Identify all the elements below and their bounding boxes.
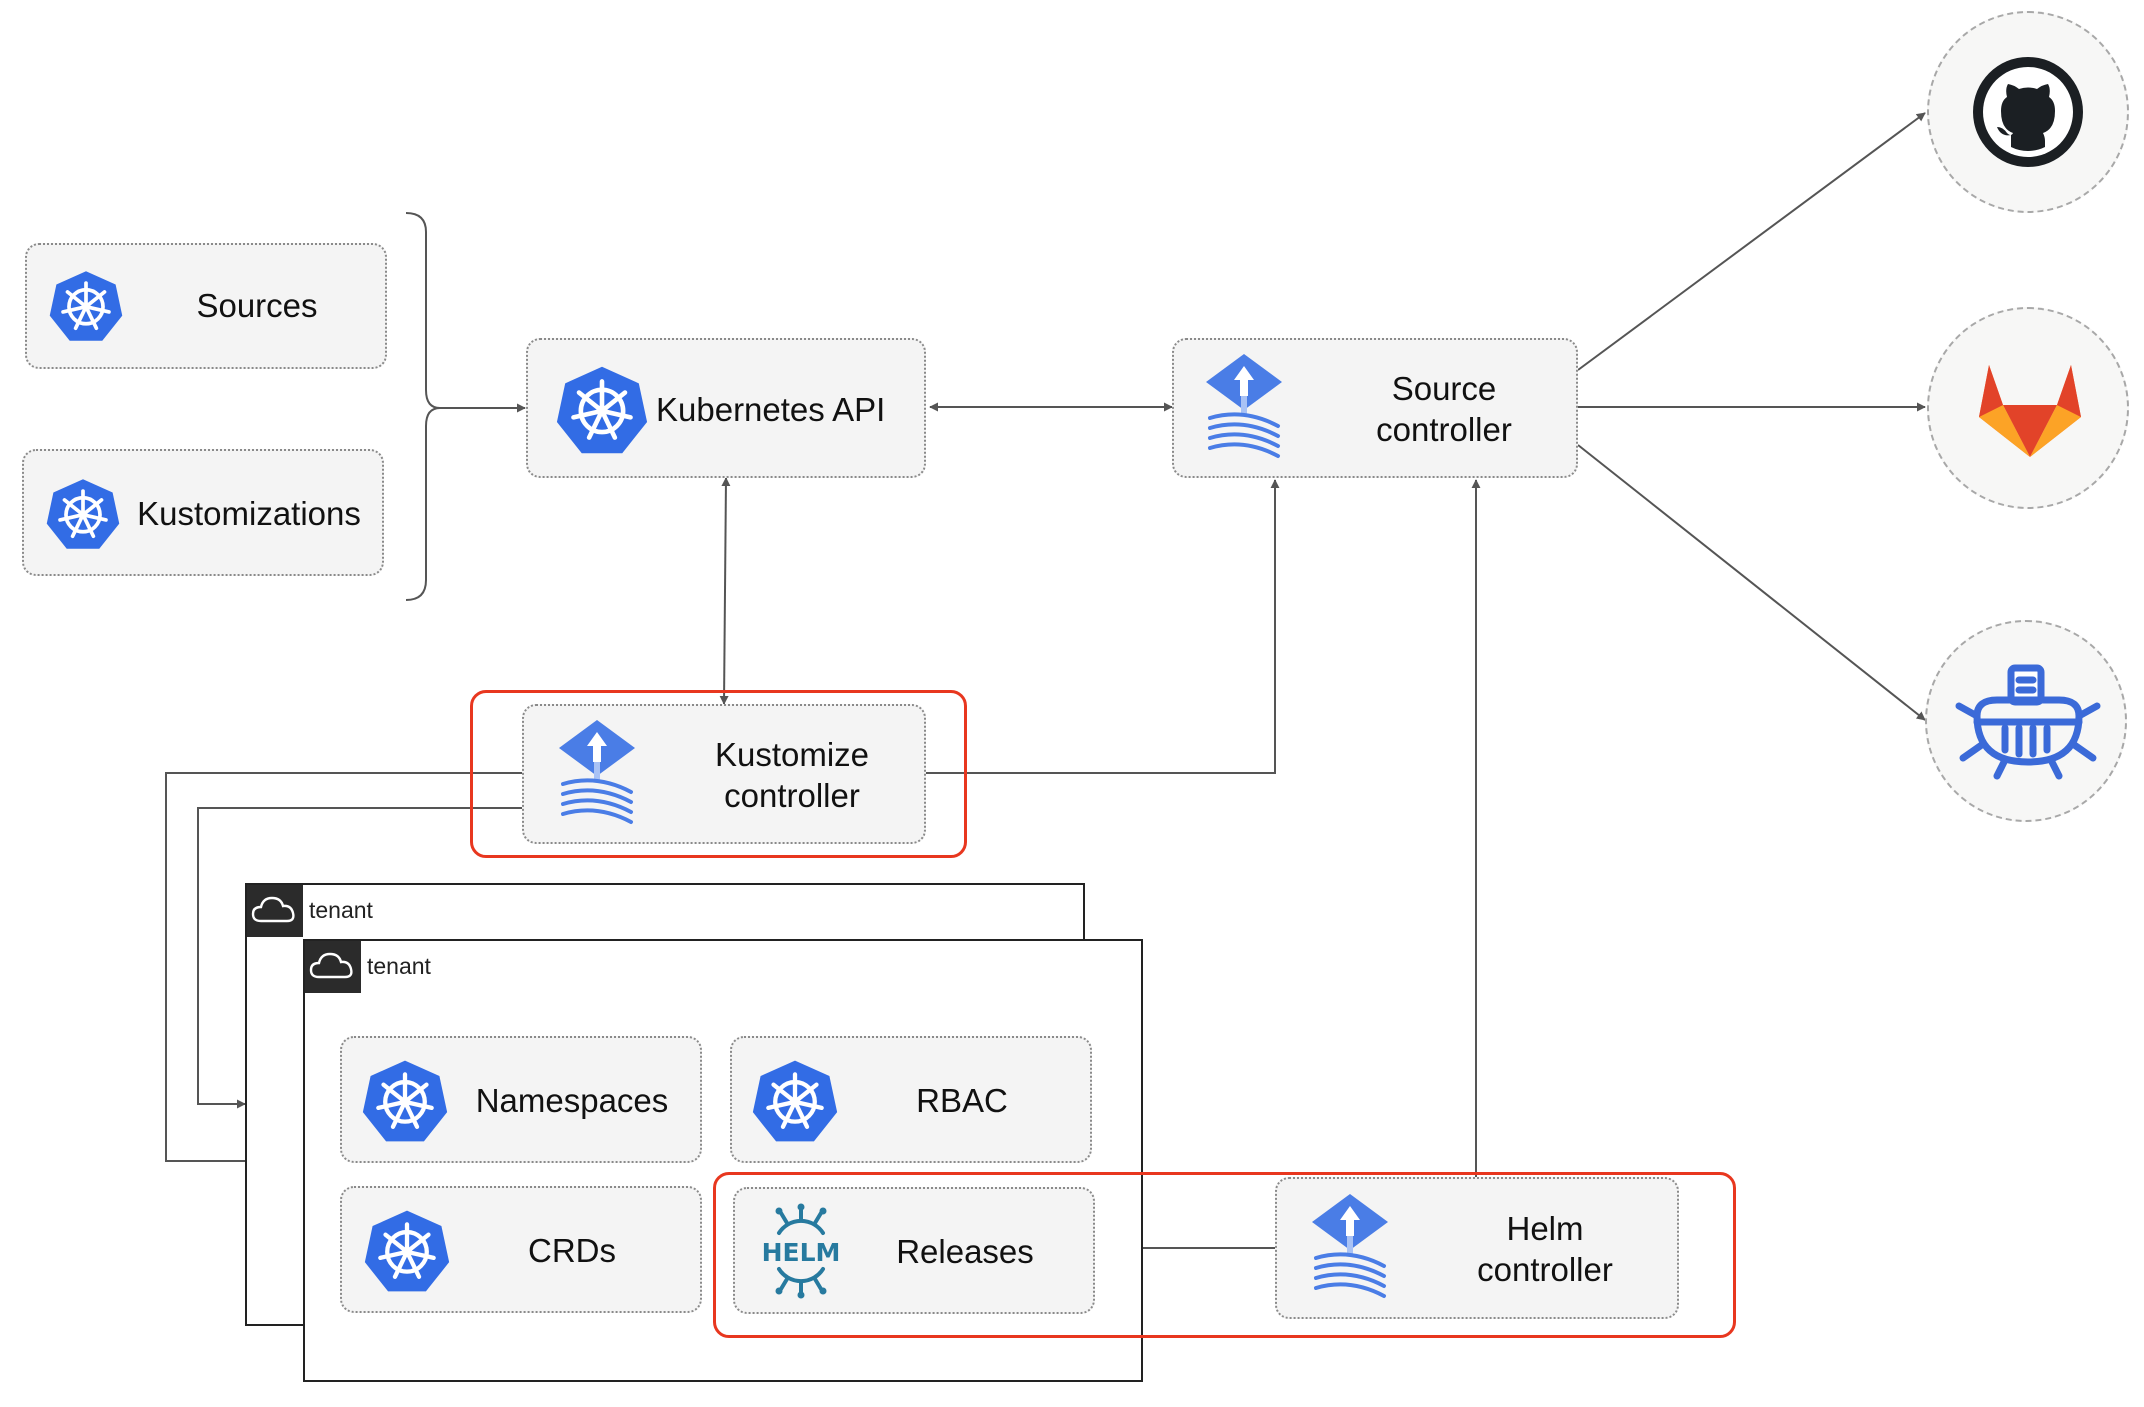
kubernetes-icon [752,1060,838,1142]
github-source-circle [1927,11,2129,213]
cloud-icon [309,952,353,979]
crds-node: CRDs [340,1186,702,1313]
helm-highlight-frame [713,1172,1736,1338]
rbac-node: RBAC [730,1036,1092,1163]
bucket-icon [1955,664,2101,780]
helm-controller-node: Helm controller [1275,1177,1679,1319]
source-controller-node: Source controller [1172,338,1578,478]
kustomizations-node: Kustomizations [22,449,384,576]
flux-icon [559,720,635,824]
gitlab-source-circle [1927,307,2129,509]
kubernetes-icon [364,1210,450,1292]
flux-icon [1312,1194,1388,1298]
kubernetes-icon [362,1060,448,1142]
github-icon [1973,57,2083,167]
helm-controller-label: Helm controller [1477,1210,1613,1288]
kubernetes-api-node: Kubernetes API [526,338,926,478]
sources-label: Sources [196,287,318,324]
namespaces-label: Namespaces [475,1082,669,1119]
tenant-label: tenant [309,897,373,923]
releases-label: Releases [896,1233,1034,1270]
crds-label: CRDs [528,1232,616,1269]
arrow-source-github [1577,112,1926,371]
kubernetes-icon [556,366,648,454]
kubernetes-icon [46,479,120,549]
kubernetes-api-label: Kubernetes API [656,391,886,428]
cloud-icon [251,896,295,923]
grouping-brace [405,212,441,601]
rbac-label: RBAC [916,1082,1008,1119]
arrow-kustomize-tenant-front [197,807,522,1109]
flux-icon [1206,354,1282,458]
kubernetes-icon [49,271,123,341]
arrow-api-kustomize [719,477,731,705]
arrow-source-bucket [1577,444,1926,721]
helm-icon-text: HELM [762,1238,841,1267]
namespaces-node: Namespaces [340,1036,702,1163]
tenant-label: tenant [367,953,431,979]
arrow-kustomize-source [926,479,1280,774]
kustomizations-label: Kustomizations [137,495,361,532]
sources-node: Sources [25,243,387,369]
arrow-kustomize-tenant-back [165,772,522,1166]
helm-icon: HELM [762,1203,841,1299]
gitlab-icon [1979,365,2081,457]
source-controller-label: Source controller [1376,370,1512,448]
kustomize-controller-node: Kustomize controller [522,704,926,844]
bucket-source-circle [1925,620,2127,822]
kustomize-controller-label: Kustomize controller [714,736,870,814]
releases-node: HELM Releases [733,1187,1095,1314]
kustomize-highlight-frame [470,690,967,858]
